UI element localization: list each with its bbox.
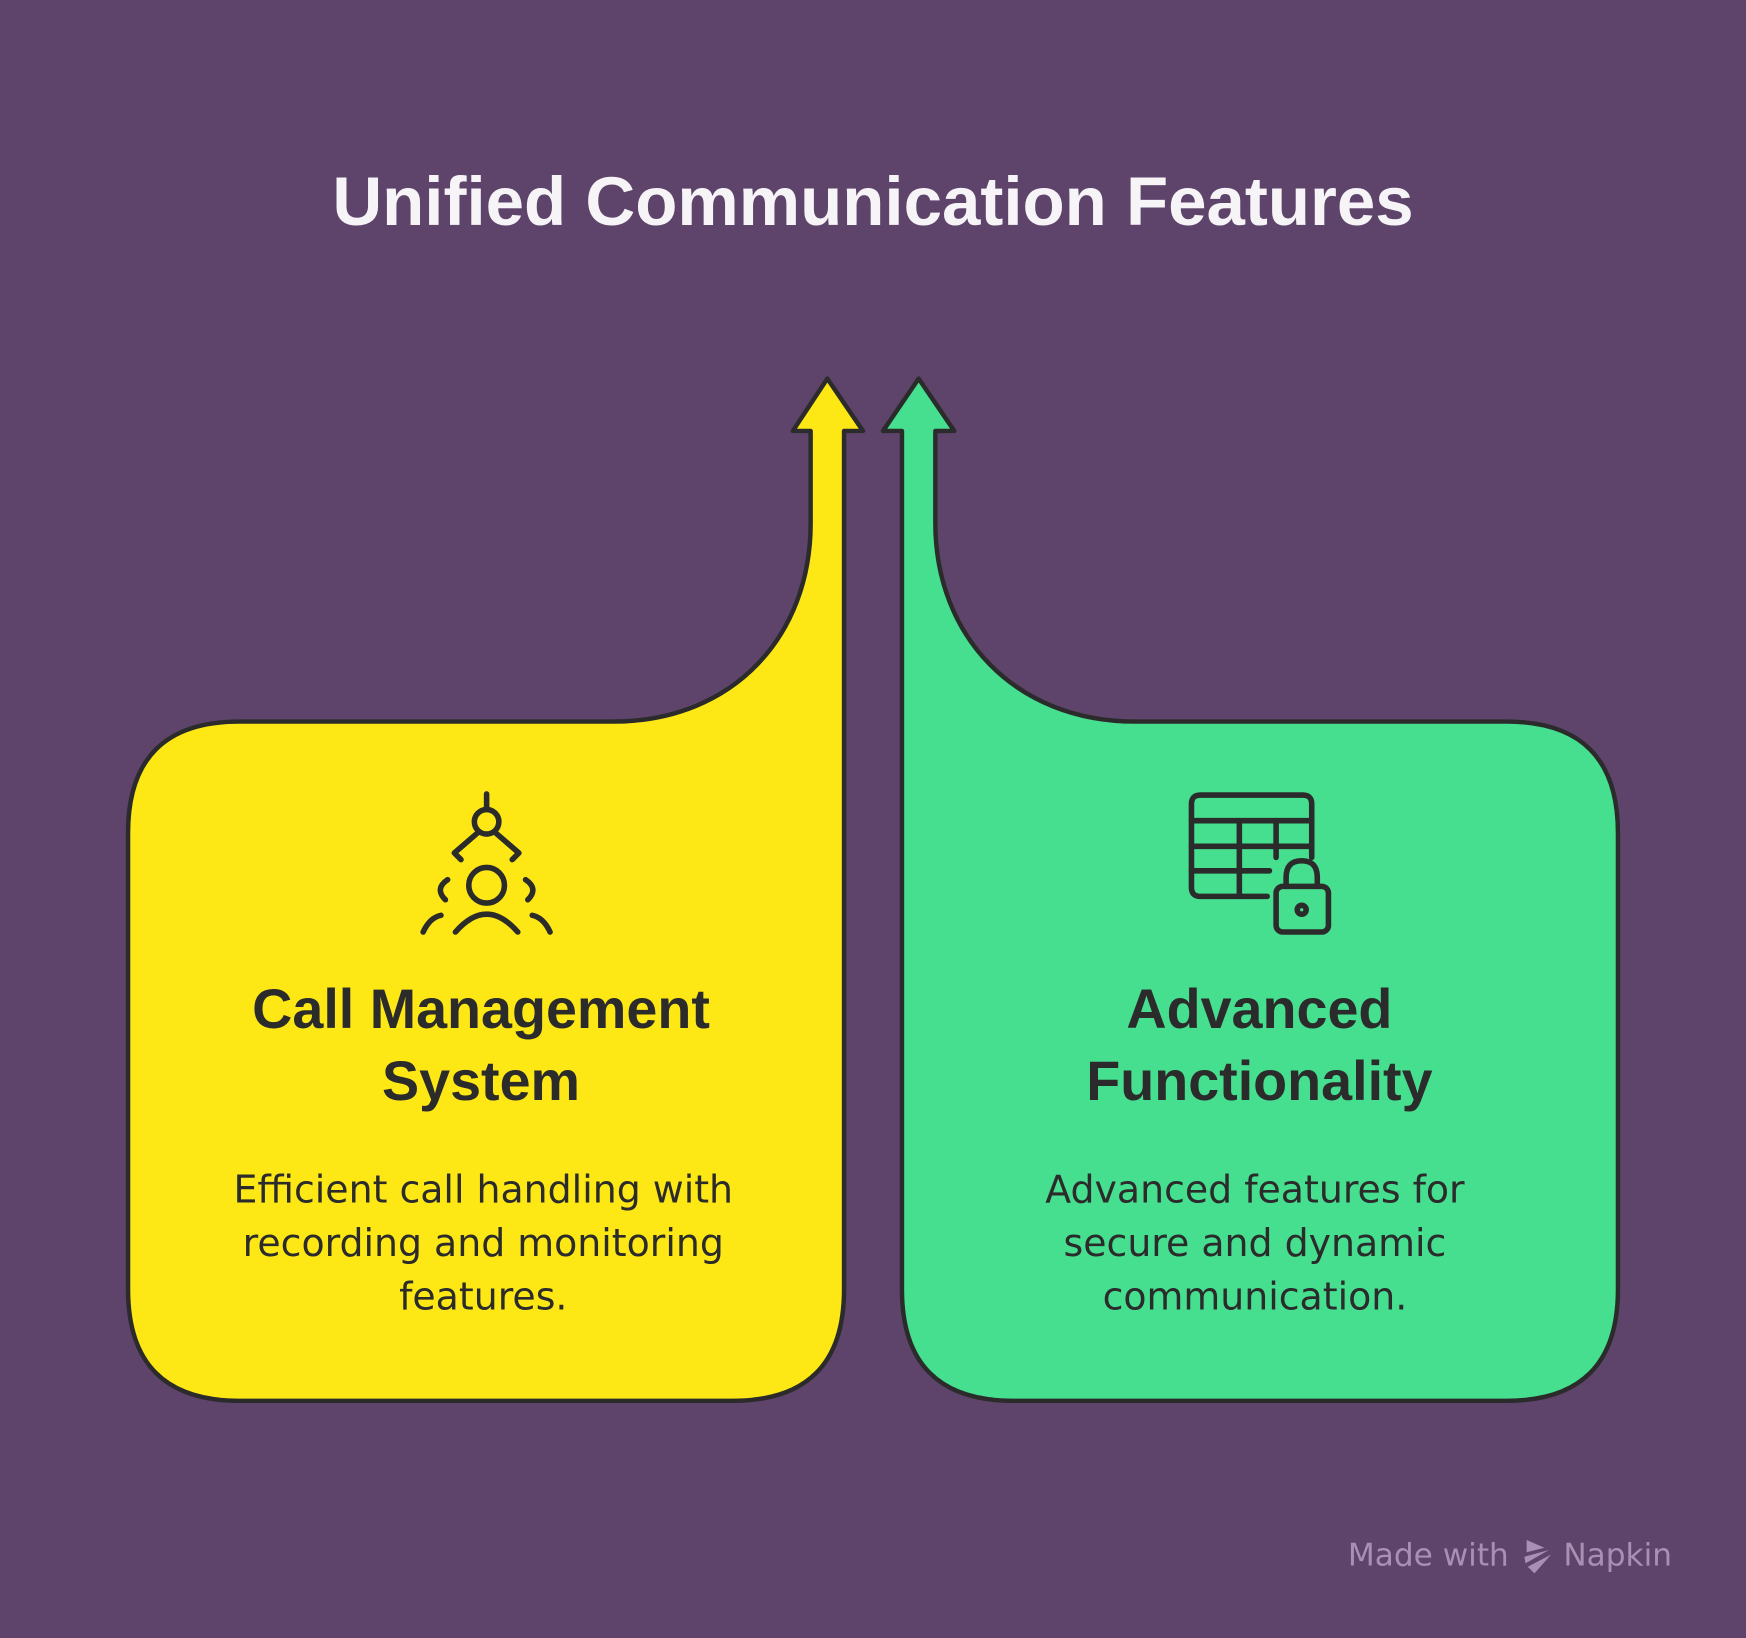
table-lock-icon [1188, 792, 1332, 935]
card-description-line: Advanced features for [1045, 1168, 1465, 1212]
card-advanced-functionality: Advanced Functionality Advanced features… [880, 376, 1621, 1404]
card-description-line: features. [399, 1275, 567, 1319]
robot-arm-users-icon [420, 791, 553, 935]
yellow-arrow-card [125, 376, 866, 1404]
card-heading-line: Call Management [252, 978, 710, 1040]
card-description-line: communication. [1103, 1275, 1408, 1319]
watermark-brand: Napkin [1563, 1538, 1672, 1574]
watermark-prefix: Made with [1348, 1538, 1509, 1574]
card-description-line: recording and monitoring [243, 1221, 724, 1265]
card-description-line: secure and dynamic [1064, 1221, 1447, 1265]
card-call-management: Call Management System Efficient call ha… [125, 376, 866, 1404]
card-heading-line: Functionality [1086, 1050, 1432, 1112]
card-description-line: Efficient call handling with [233, 1168, 733, 1212]
napkin-logo-icon [1524, 1540, 1552, 1574]
card-heading-line: System [382, 1050, 580, 1112]
watermark: Made with Napkin [1348, 1538, 1672, 1574]
card-heading-line: Advanced [1126, 978, 1392, 1040]
diagram-title: Unified Communication Features [332, 163, 1413, 240]
green-arrow-card [880, 376, 1621, 1404]
